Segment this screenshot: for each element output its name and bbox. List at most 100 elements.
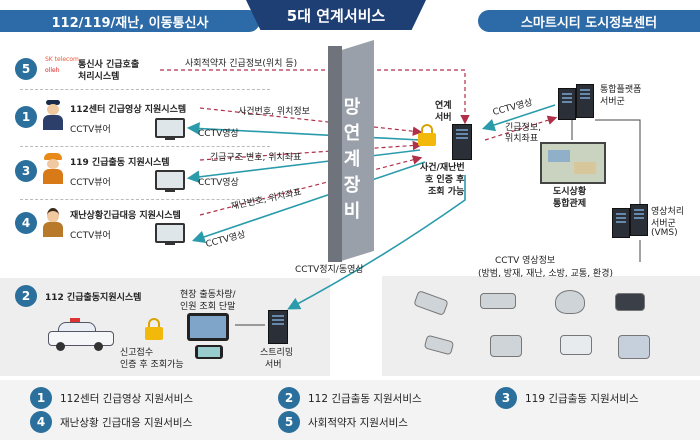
streaming-server-icon bbox=[268, 310, 288, 344]
server-desc-2: 호 인증 후 bbox=[425, 175, 465, 185]
brand-skt: SK telecom bbox=[45, 56, 79, 63]
vms-server-icon bbox=[630, 204, 648, 236]
legend-label-3: 119 긴급출동 지원서비스 bbox=[525, 393, 639, 405]
label-cctv1: CCTV영상 bbox=[198, 129, 239, 139]
server-desc-3: 조회 가능 bbox=[428, 187, 465, 197]
monitor-icon bbox=[155, 170, 185, 192]
system-title-5a: 통신사 긴급호출 bbox=[78, 60, 140, 70]
platform-server-icon bbox=[576, 84, 594, 118]
system-title-2: 112 긴급출동지원시스템 bbox=[45, 293, 142, 303]
phone-icon bbox=[195, 345, 223, 359]
brand-olleh: olleh bbox=[45, 67, 60, 74]
cctv-info-2: (방범, 방재, 재난, 소방, 교통, 환경) bbox=[478, 269, 613, 279]
link-vms-platform bbox=[595, 119, 641, 205]
firefighter-icon bbox=[42, 153, 64, 185]
step-badge-4: 4 bbox=[15, 212, 37, 234]
network-equipment bbox=[328, 40, 374, 262]
legend-label-1: 112센터 긴급영상 지원서비스 bbox=[60, 393, 193, 405]
arrow-cctv3 bbox=[191, 161, 426, 243]
legend-badge-2: 2 bbox=[278, 387, 300, 409]
arrow-cctv1 bbox=[186, 122, 421, 141]
arrow-cctv2 bbox=[186, 149, 421, 184]
platform-label-1: 통합플랫폼 bbox=[600, 85, 642, 95]
platform-server-icon bbox=[558, 88, 576, 120]
lock-icon bbox=[418, 124, 436, 146]
control-label-2: 통합관제 bbox=[553, 199, 587, 209]
server-desc-1: 사건/재난번 bbox=[420, 163, 465, 173]
cctv-viewer-label-4: CCTV뷰어 bbox=[70, 231, 111, 241]
network-char: 망 bbox=[343, 97, 361, 118]
legend-badge-3: 3 bbox=[495, 387, 517, 409]
legend-panel bbox=[0, 380, 700, 440]
arrow-social-info bbox=[160, 69, 470, 125]
step-badge-2: 2 bbox=[15, 285, 37, 307]
label-incident-pos: 사건번호, 위치정보 bbox=[238, 107, 310, 117]
vms-label-3: (VMS) bbox=[651, 228, 678, 238]
vms-server-icon bbox=[612, 208, 630, 238]
divider bbox=[20, 199, 270, 200]
legend-label-5: 사회적약자 지원서비스 bbox=[308, 417, 408, 429]
vms-label-1: 영상처리 bbox=[651, 207, 685, 217]
platform-label-2: 서버군 bbox=[600, 97, 625, 107]
cctv-panel bbox=[382, 276, 700, 376]
arrow-cctv-stop bbox=[287, 175, 466, 310]
server-title-1: 연계 bbox=[435, 101, 452, 111]
cctv-info-1: CCTV 영상정보 bbox=[495, 256, 556, 266]
network-label: 망 연 계 장 비 bbox=[338, 95, 366, 225]
field-terminal-label-1: 현장 출동차량/ bbox=[180, 290, 236, 300]
network-char: 장 bbox=[343, 175, 361, 196]
network-char: 비 bbox=[343, 201, 361, 222]
arrow-rescue-pos bbox=[199, 140, 423, 161]
divider bbox=[20, 89, 270, 90]
system-title-3: 119 긴급출동 지원시스템 bbox=[70, 158, 170, 168]
system-title-1: 112센터 긴급영상 지원시스템 bbox=[70, 105, 187, 115]
legend-label-4: 재난상황 긴급대응 지원서비스 bbox=[60, 417, 193, 429]
lock-icon bbox=[145, 318, 163, 340]
legend-badge-1: 1 bbox=[30, 387, 52, 409]
label-rescue-pos: 긴급구조 번호, 위치좌표 bbox=[210, 153, 302, 163]
network-char: 연 bbox=[343, 123, 361, 144]
system-title-4: 재난상황긴급대응 지원시스템 bbox=[70, 211, 181, 221]
field-terminal-label-2: 인원 조회 단말 bbox=[180, 302, 236, 312]
cctv-viewer-label-1: CCTV뷰어 bbox=[70, 125, 111, 135]
official-icon bbox=[42, 206, 64, 238]
arrow-cctv4 bbox=[481, 104, 556, 132]
arrow-status bbox=[484, 115, 558, 141]
police-car-icon bbox=[48, 318, 114, 351]
map-display bbox=[540, 142, 606, 184]
header-left: 112/119/재난, 이동통신사 bbox=[0, 10, 260, 32]
link-server-icon bbox=[452, 124, 472, 160]
auth-label-1: 신고접수 bbox=[120, 348, 154, 358]
step-badge-5: 5 bbox=[15, 58, 37, 80]
control-label-1: 도시상황 bbox=[553, 187, 587, 197]
arrow-disaster-pos bbox=[199, 155, 423, 216]
auth-label-2: 인증 후 조회가능 bbox=[120, 360, 184, 370]
header-center: 5대 연계서비스 bbox=[246, 0, 426, 30]
monitor-icon bbox=[155, 223, 185, 245]
network-char: 계 bbox=[343, 149, 361, 170]
label-cctv-stop: CCTV정지/동영상 bbox=[295, 265, 364, 275]
divider bbox=[20, 146, 270, 147]
cctv-camera-icon bbox=[618, 335, 650, 359]
label-status-pos2: 위치좌표 bbox=[505, 134, 539, 144]
legend-badge-5: 5 bbox=[278, 411, 300, 433]
cctv-camera-icon bbox=[615, 293, 645, 311]
label-status-pos1: 긴급정보, bbox=[505, 123, 541, 133]
system-title-5b: 처리시스템 bbox=[78, 72, 120, 82]
step-badge-1: 1 bbox=[15, 106, 37, 128]
legend-label-2: 112 긴급출동 지원서비스 bbox=[308, 393, 422, 405]
server-title-2: 서버 bbox=[435, 113, 452, 123]
cctv-camera-icon bbox=[480, 293, 516, 309]
step-badge-3: 3 bbox=[15, 160, 37, 182]
police-officer-icon bbox=[42, 100, 64, 132]
label-cctv2: CCTV영상 bbox=[198, 178, 239, 188]
cctv-camera-icon bbox=[560, 335, 592, 355]
monitor-icon bbox=[155, 118, 185, 140]
legend-badge-4: 4 bbox=[30, 411, 52, 433]
tablet-icon bbox=[187, 313, 229, 341]
cctv-viewer-label-3: CCTV뷰어 bbox=[70, 178, 111, 188]
header-right: 스마트시티 도시정보센터 bbox=[478, 10, 700, 32]
cctv-camera-icon bbox=[490, 335, 522, 357]
cctv-camera-icon bbox=[555, 290, 585, 314]
